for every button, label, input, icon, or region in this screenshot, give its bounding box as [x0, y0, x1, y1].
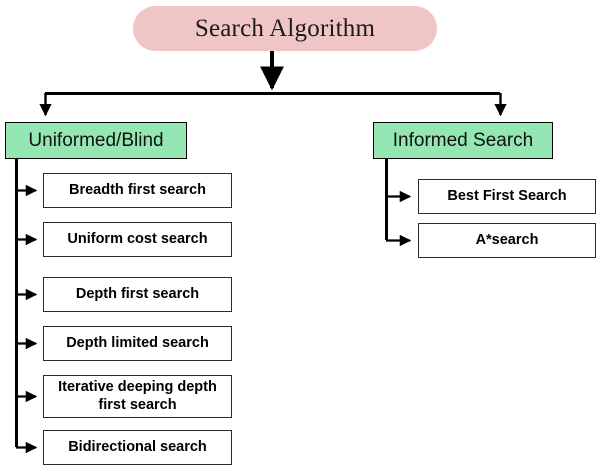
leaf-node-iterative-deepening-dfs[interactable]: Iterative deeping depth first search: [43, 375, 232, 418]
leaf-node-a-star-search[interactable]: A*search: [418, 223, 596, 258]
leaf-node-uniform-cost-search-label: Uniform cost search: [67, 230, 208, 247]
category-node-uninformed-label: Uniformed/Blind: [28, 129, 164, 151]
leaf-node-best-first-search-label: Best First Search: [447, 187, 567, 204]
leaf-node-breadth-first-search-label: Breadth first search: [69, 181, 206, 198]
root-node-search-algorithm[interactable]: Search Algorithm: [133, 6, 437, 51]
leaf-node-a-star-search-label: A*search: [475, 231, 539, 248]
category-node-uninformed[interactable]: Uniformed/Blind: [5, 122, 187, 159]
leaf-node-uniform-cost-search[interactable]: Uniform cost search: [43, 222, 232, 257]
leaf-node-iterative-deepening-dfs-label-line2: first search: [98, 396, 177, 413]
leaf-node-depth-first-search-label: Depth first search: [75, 285, 200, 302]
leaf-node-bidirectional-search[interactable]: Bidirectional search: [43, 430, 232, 465]
category-node-informed[interactable]: Informed Search: [373, 122, 553, 159]
leaf-node-iterative-deepening-dfs-label-line1: Iterative deeping depth: [58, 379, 217, 396]
root-node-label: Search Algorithm: [194, 14, 376, 42]
leaf-node-depth-limited-search-label: Depth limited search: [66, 334, 209, 351]
leaf-node-depth-limited-search[interactable]: Depth limited search: [43, 326, 232, 361]
leaf-node-depth-first-search[interactable]: Depth first search: [43, 277, 232, 312]
leaf-node-best-first-search[interactable]: Best First Search: [418, 179, 596, 214]
category-node-informed-label: Informed Search: [392, 129, 534, 151]
leaf-node-bidirectional-search-label: Bidirectional search: [68, 438, 207, 455]
leaf-node-breadth-first-search[interactable]: Breadth first search: [43, 173, 232, 208]
